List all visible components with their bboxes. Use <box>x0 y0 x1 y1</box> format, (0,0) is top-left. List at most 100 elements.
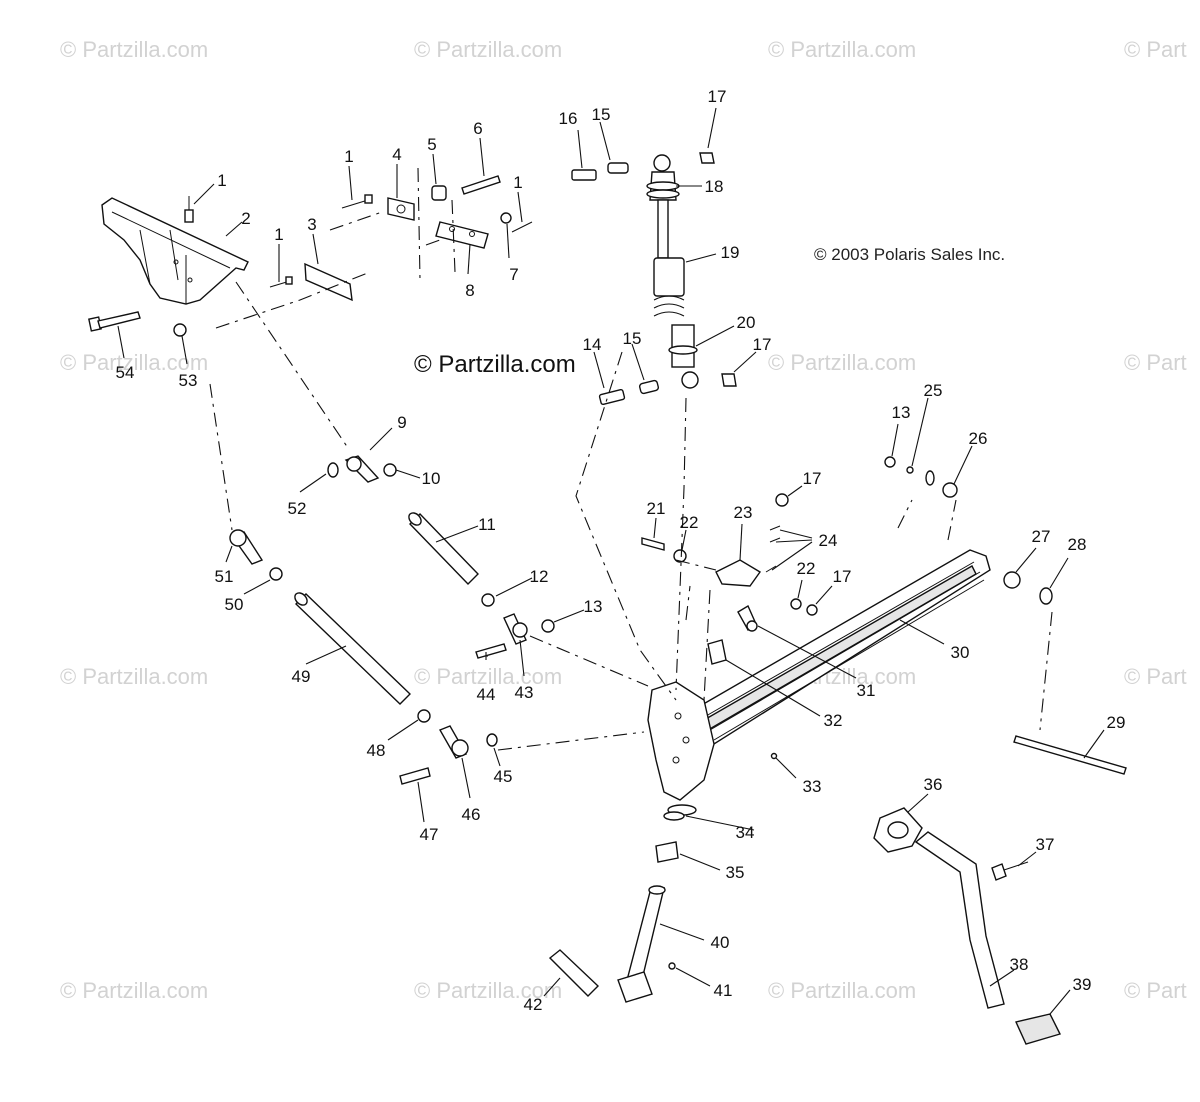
callout-45: 45 <box>494 767 513 786</box>
callout-34: 34 <box>736 823 755 842</box>
callout-36: 36 <box>924 775 943 794</box>
seal-part-26 <box>942 482 958 498</box>
bolt-part-47 <box>399 767 431 785</box>
callout-20: 20 <box>737 313 756 332</box>
callout-6: 6 <box>473 119 482 138</box>
watermark: © Partzilla.com <box>414 978 562 1003</box>
plate-part-4 <box>387 197 415 221</box>
callout-15: 15 <box>592 105 611 124</box>
callout-41: 41 <box>714 981 733 1000</box>
callout-13: 13 <box>892 403 911 422</box>
part-drawings <box>88 152 1127 1045</box>
watermark-layer: © Partzilla.com © Partzilla.com © Partzi… <box>60 37 1187 1003</box>
callout-39: 39 <box>1073 975 1092 994</box>
watermark-partial: © Part <box>1124 350 1187 375</box>
callout-30: 30 <box>951 643 970 662</box>
callout-38: 38 <box>1010 955 1029 974</box>
callout-53: 53 <box>179 371 198 390</box>
bushing-part-5 <box>431 185 447 201</box>
bolt-part-6 <box>461 175 501 195</box>
tube-part-49 <box>295 593 411 705</box>
nut-part-13 <box>541 619 555 633</box>
callout-19: 19 <box>721 243 740 262</box>
washer-part-45 <box>486 733 498 747</box>
callout-5: 5 <box>427 135 436 154</box>
nut-part-10 <box>383 463 397 477</box>
plate-part-3 <box>304 262 353 302</box>
callout-52: 52 <box>288 499 307 518</box>
callout-50: 50 <box>225 595 244 614</box>
callout-43: 43 <box>515 683 534 702</box>
pins-part-24 <box>765 525 781 573</box>
o-ring-part-28 <box>1039 587 1053 605</box>
callout-22: 22 <box>680 513 699 532</box>
callout-17: 17 <box>753 335 772 354</box>
callout-42: 42 <box>524 995 543 1014</box>
callout-1: 1 <box>513 173 522 192</box>
bolt-part-1 <box>184 196 194 223</box>
callout-9: 9 <box>397 413 406 432</box>
callout-26: 26 <box>969 429 988 448</box>
callout-4: 4 <box>392 145 401 164</box>
callout-1: 1 <box>344 147 353 166</box>
callout-31: 31 <box>857 681 876 700</box>
bolt-part-1c <box>341 199 369 209</box>
nut-part-13b <box>884 456 896 468</box>
callout-14: 14 <box>583 335 602 354</box>
callout-18: 18 <box>705 177 724 196</box>
bolt-part-54 <box>88 311 141 332</box>
nut-part-53 <box>173 323 187 337</box>
shock-absorber <box>571 152 737 406</box>
watermark: © Partzilla.com <box>60 350 208 375</box>
watermark: © Partzilla.com <box>60 978 208 1003</box>
plate-part-8 <box>435 221 489 249</box>
callout-32: 32 <box>824 711 843 730</box>
fitting-part-33 <box>770 752 778 760</box>
callout-27: 27 <box>1032 527 1051 546</box>
watermark: © Partzilla.com <box>414 37 562 62</box>
callout-37: 37 <box>1036 835 1055 854</box>
washer-part-52 <box>327 462 339 478</box>
callout-40: 40 <box>711 933 730 952</box>
bushing-part-27 <box>1003 571 1021 589</box>
callout-8: 8 <box>465 281 474 300</box>
callout-24: 24 <box>819 531 838 550</box>
sleeve-part-42 <box>548 949 600 997</box>
callout-12: 12 <box>530 567 549 586</box>
center-watermark: © Partzilla.com <box>414 351 576 378</box>
callout-22: 22 <box>797 559 816 578</box>
callout-17: 17 <box>803 469 822 488</box>
callout-54: 54 <box>116 363 135 382</box>
callout-17: 17 <box>833 567 852 586</box>
callout-47: 47 <box>420 825 439 844</box>
nut-part-7 <box>500 212 512 224</box>
callout-2: 2 <box>241 209 250 228</box>
dashed-assembly-lines <box>209 167 1053 751</box>
callout-46: 46 <box>462 805 481 824</box>
callout-1: 1 <box>217 171 226 190</box>
watermark: © Partzilla.com <box>60 37 208 62</box>
nut-part-50 <box>269 567 283 581</box>
callout-16: 16 <box>559 109 578 128</box>
watermark: © Partzilla.com <box>768 350 916 375</box>
watermark-partial: © Part <box>1124 37 1187 62</box>
bolt-part-1d <box>511 221 533 233</box>
nut-part-48 <box>417 709 431 723</box>
callout-35: 35 <box>726 863 745 882</box>
callout-28: 28 <box>1068 535 1087 554</box>
callout-17: 17 <box>708 87 727 106</box>
callout-25: 25 <box>924 381 943 400</box>
front-bracket-part-2 <box>101 197 249 305</box>
ring-part <box>925 470 935 486</box>
washer-part-25 <box>906 466 914 474</box>
bushing-part-32 <box>707 639 727 665</box>
watermark-partial: © Part <box>1124 664 1187 689</box>
callout-1: 1 <box>274 225 283 244</box>
callout-11: 11 <box>478 515 496 534</box>
block-part-39 <box>1015 1013 1062 1045</box>
fitting-part-41 <box>668 962 676 970</box>
callout-numbers: 1 2 1 3 1 4 5 6 1 7 8 54 53 16 15 17 18 … <box>116 87 1126 1014</box>
callout-13: 13 <box>584 597 603 616</box>
callout-3: 3 <box>307 215 316 234</box>
watermark-partial: © Part <box>1124 978 1187 1003</box>
